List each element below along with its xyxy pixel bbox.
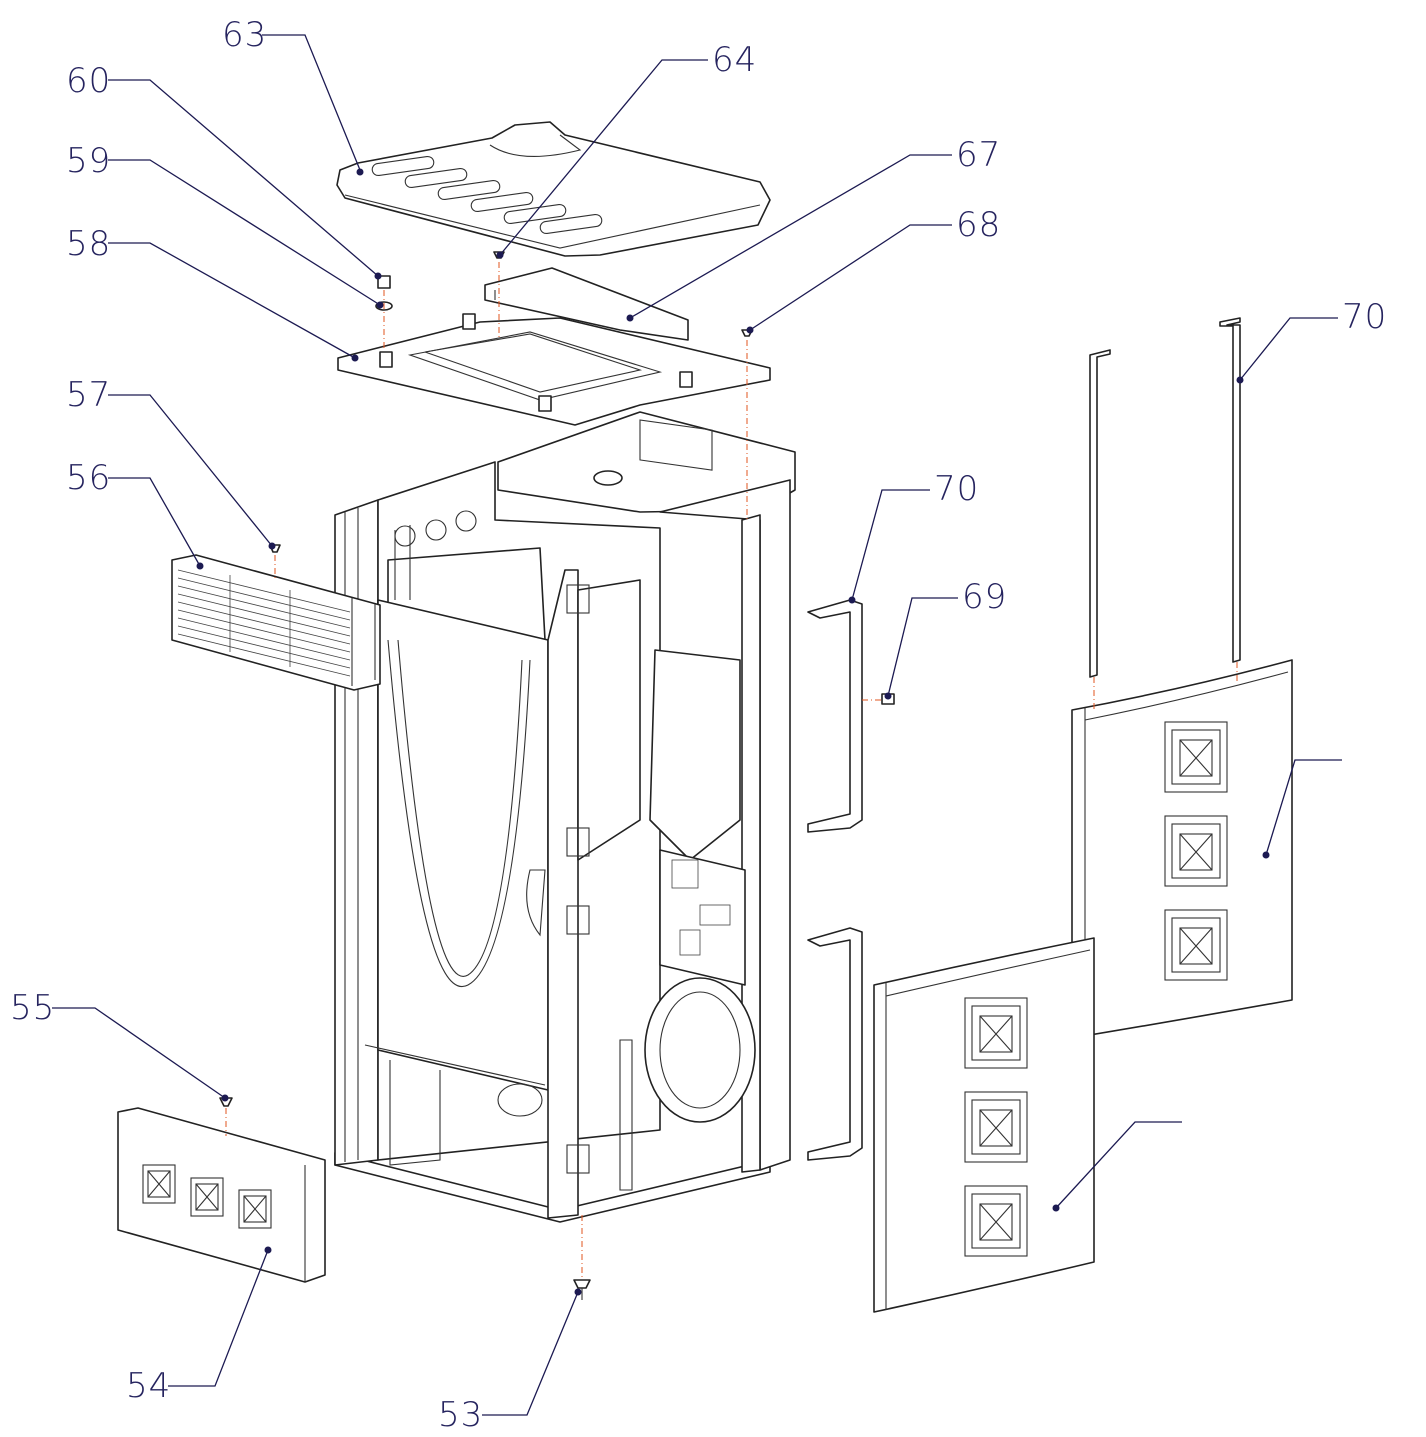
callout-68: 70	[934, 469, 979, 509]
callout-numbers: 63 60 59 58 64 67 68 57 56 70 69 70 55 5…	[10, 15, 1387, 1435]
callout-58: 58	[66, 224, 111, 264]
part-70-panel-upper	[1071, 659, 1293, 1039]
callout-67: 69	[962, 577, 1007, 617]
callout-61: 63	[222, 15, 267, 55]
stove-body	[334, 411, 796, 1223]
callout-55: 55	[10, 988, 55, 1028]
part-69-rods	[1089, 317, 1241, 678]
part-53-foot	[573, 1279, 591, 1300]
callout-60: 60	[66, 61, 111, 101]
callout-leaders	[52, 34, 1342, 1416]
part-54-lower-panel	[117, 1107, 326, 1283]
callout-54: 54	[126, 1366, 171, 1406]
callout-57: 57	[66, 375, 111, 415]
callout-63: 67	[956, 135, 1001, 175]
callout-53: 53	[438, 1395, 483, 1435]
part-60-nut	[377, 275, 391, 289]
callout-64: 68	[956, 205, 1001, 245]
callout-56: 56	[66, 458, 111, 498]
callout-69: 70	[1342, 297, 1387, 337]
part-61-top-cover	[336, 121, 771, 257]
part-68-brackets	[807, 599, 863, 1161]
callout-59: 59	[66, 141, 111, 181]
callout-62: 64	[712, 40, 757, 80]
part-56-grille	[171, 554, 381, 691]
assembly-axes	[225, 262, 1238, 1278]
part-58-top-plate	[337, 313, 771, 426]
part-70-panel-lower	[873, 937, 1095, 1313]
